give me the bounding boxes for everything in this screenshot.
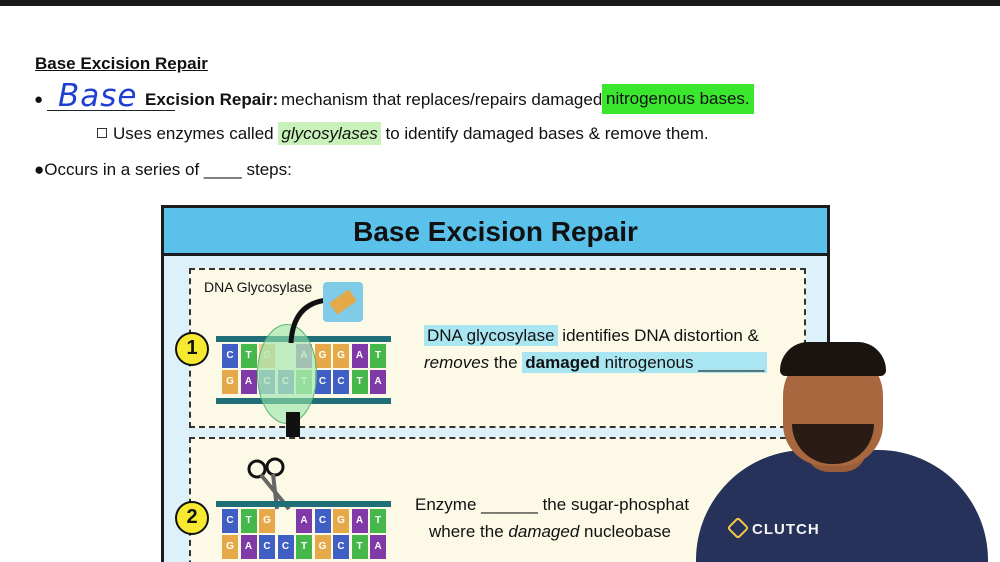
nucleotide: G bbox=[314, 535, 331, 559]
top-bar bbox=[0, 0, 1000, 6]
definition-line: ● Base Excision Repair: mechanism that r… bbox=[34, 78, 774, 118]
nucleotide: G bbox=[314, 344, 331, 368]
glycosylase-enzyme bbox=[257, 324, 317, 424]
nucleotide: C bbox=[333, 370, 349, 394]
step-2-text: Enzyme ______ the sugar-phosphat where t… bbox=[415, 491, 689, 545]
nucleotide: T bbox=[370, 509, 386, 533]
dna-backbone bbox=[216, 501, 391, 507]
step-2-text-line-1: Enzyme ______ the sugar-phosphat bbox=[415, 495, 690, 514]
nucleotide: A bbox=[240, 535, 257, 559]
nucleotide: C bbox=[314, 509, 331, 533]
checkbox-bullet-icon bbox=[97, 128, 107, 138]
nucleotide: A bbox=[240, 370, 257, 394]
diagram-figure: Base Excision Repair DNA Glycosylase 1 C… bbox=[161, 205, 830, 562]
step-2-text-c: nucleobase bbox=[584, 522, 671, 541]
nucleotide: A bbox=[351, 344, 368, 368]
nucleotide: C bbox=[314, 370, 331, 394]
term-description: mechanism that replaces/repairs damaged bbox=[281, 90, 603, 109]
nucleotide: C bbox=[222, 509, 238, 533]
shirt-logo-text: CLUTCH bbox=[752, 521, 820, 538]
nucleotide: T bbox=[296, 535, 312, 559]
enzyme-term: glycosylases bbox=[278, 122, 381, 145]
step-number-2: 2 bbox=[175, 501, 209, 535]
sub-point: Uses enzymes called glycosylases to iden… bbox=[97, 122, 709, 145]
nucleotide: A bbox=[351, 509, 368, 533]
removed-base-icon bbox=[323, 282, 363, 322]
nucleotide: A bbox=[296, 509, 312, 533]
step-number-1: 1 bbox=[175, 332, 209, 366]
nucleotide: G bbox=[222, 535, 238, 559]
step-1-text-b: removes bbox=[424, 353, 490, 372]
fill-in-blank bbox=[47, 110, 175, 111]
clutch-logo-icon bbox=[726, 516, 750, 540]
nucleotide: G bbox=[222, 370, 238, 394]
sub-point-suffix: to identify damaged bases & remove them. bbox=[385, 124, 709, 143]
nucleotide: T bbox=[240, 509, 257, 533]
step-1-text-c: the bbox=[493, 353, 518, 372]
nucleotide: G bbox=[333, 509, 349, 533]
damaged-highlight: damaged nitrogenous _______ bbox=[522, 352, 768, 373]
nucleotide: T bbox=[351, 535, 368, 559]
presenter-hair bbox=[780, 342, 886, 376]
step-1-text-a: identifies DNA distortion & bbox=[562, 326, 759, 345]
enzyme-label: DNA Glycosylase bbox=[204, 279, 313, 295]
nucleotide: C bbox=[222, 344, 238, 368]
nucleotide: C bbox=[333, 535, 349, 559]
bullet: ● bbox=[34, 91, 44, 108]
step-1-panel: DNA Glycosylase 1 CTGAGGATGACCTCCTA DNA … bbox=[175, 268, 806, 428]
highlighted-phrase: nitrogenous bases. bbox=[602, 84, 754, 114]
presenter-video: CLUTCH bbox=[688, 340, 1000, 562]
step-1-text: DNA glycosylase identifies DNA distortio… bbox=[424, 322, 768, 376]
nucleotide: T bbox=[351, 370, 368, 394]
nucleotide: T bbox=[370, 344, 386, 368]
shirt-logo: CLUTCH bbox=[726, 516, 820, 540]
nucleotide: C bbox=[277, 535, 294, 559]
nucleotide: C bbox=[259, 535, 275, 559]
sub-point-prefix: Uses enzymes called bbox=[113, 124, 274, 143]
enzyme-highlight: DNA glycosylase bbox=[424, 325, 558, 346]
term-label: Excision Repair: bbox=[145, 90, 279, 109]
figure-title: Base Excision Repair bbox=[164, 208, 827, 256]
steps-line: ●Occurs in a series of ____ steps: bbox=[34, 160, 292, 179]
step-1-text-d: damaged bbox=[525, 353, 600, 372]
page-heading: Base Excision Repair bbox=[35, 54, 208, 73]
nucleotide: A bbox=[370, 370, 386, 394]
step-2-text-b: damaged bbox=[508, 522, 580, 541]
nucleotide: G bbox=[259, 509, 275, 533]
down-arrow-shaft bbox=[286, 412, 300, 440]
nucleotide: A bbox=[370, 535, 386, 559]
nucleotide: G bbox=[333, 344, 349, 368]
nucleotide: T bbox=[240, 344, 257, 368]
handwritten-answer: Base bbox=[58, 78, 138, 114]
step-1-text-e: nitrogenous _______ bbox=[604, 353, 765, 372]
step-2-text-a: where the bbox=[429, 522, 504, 541]
